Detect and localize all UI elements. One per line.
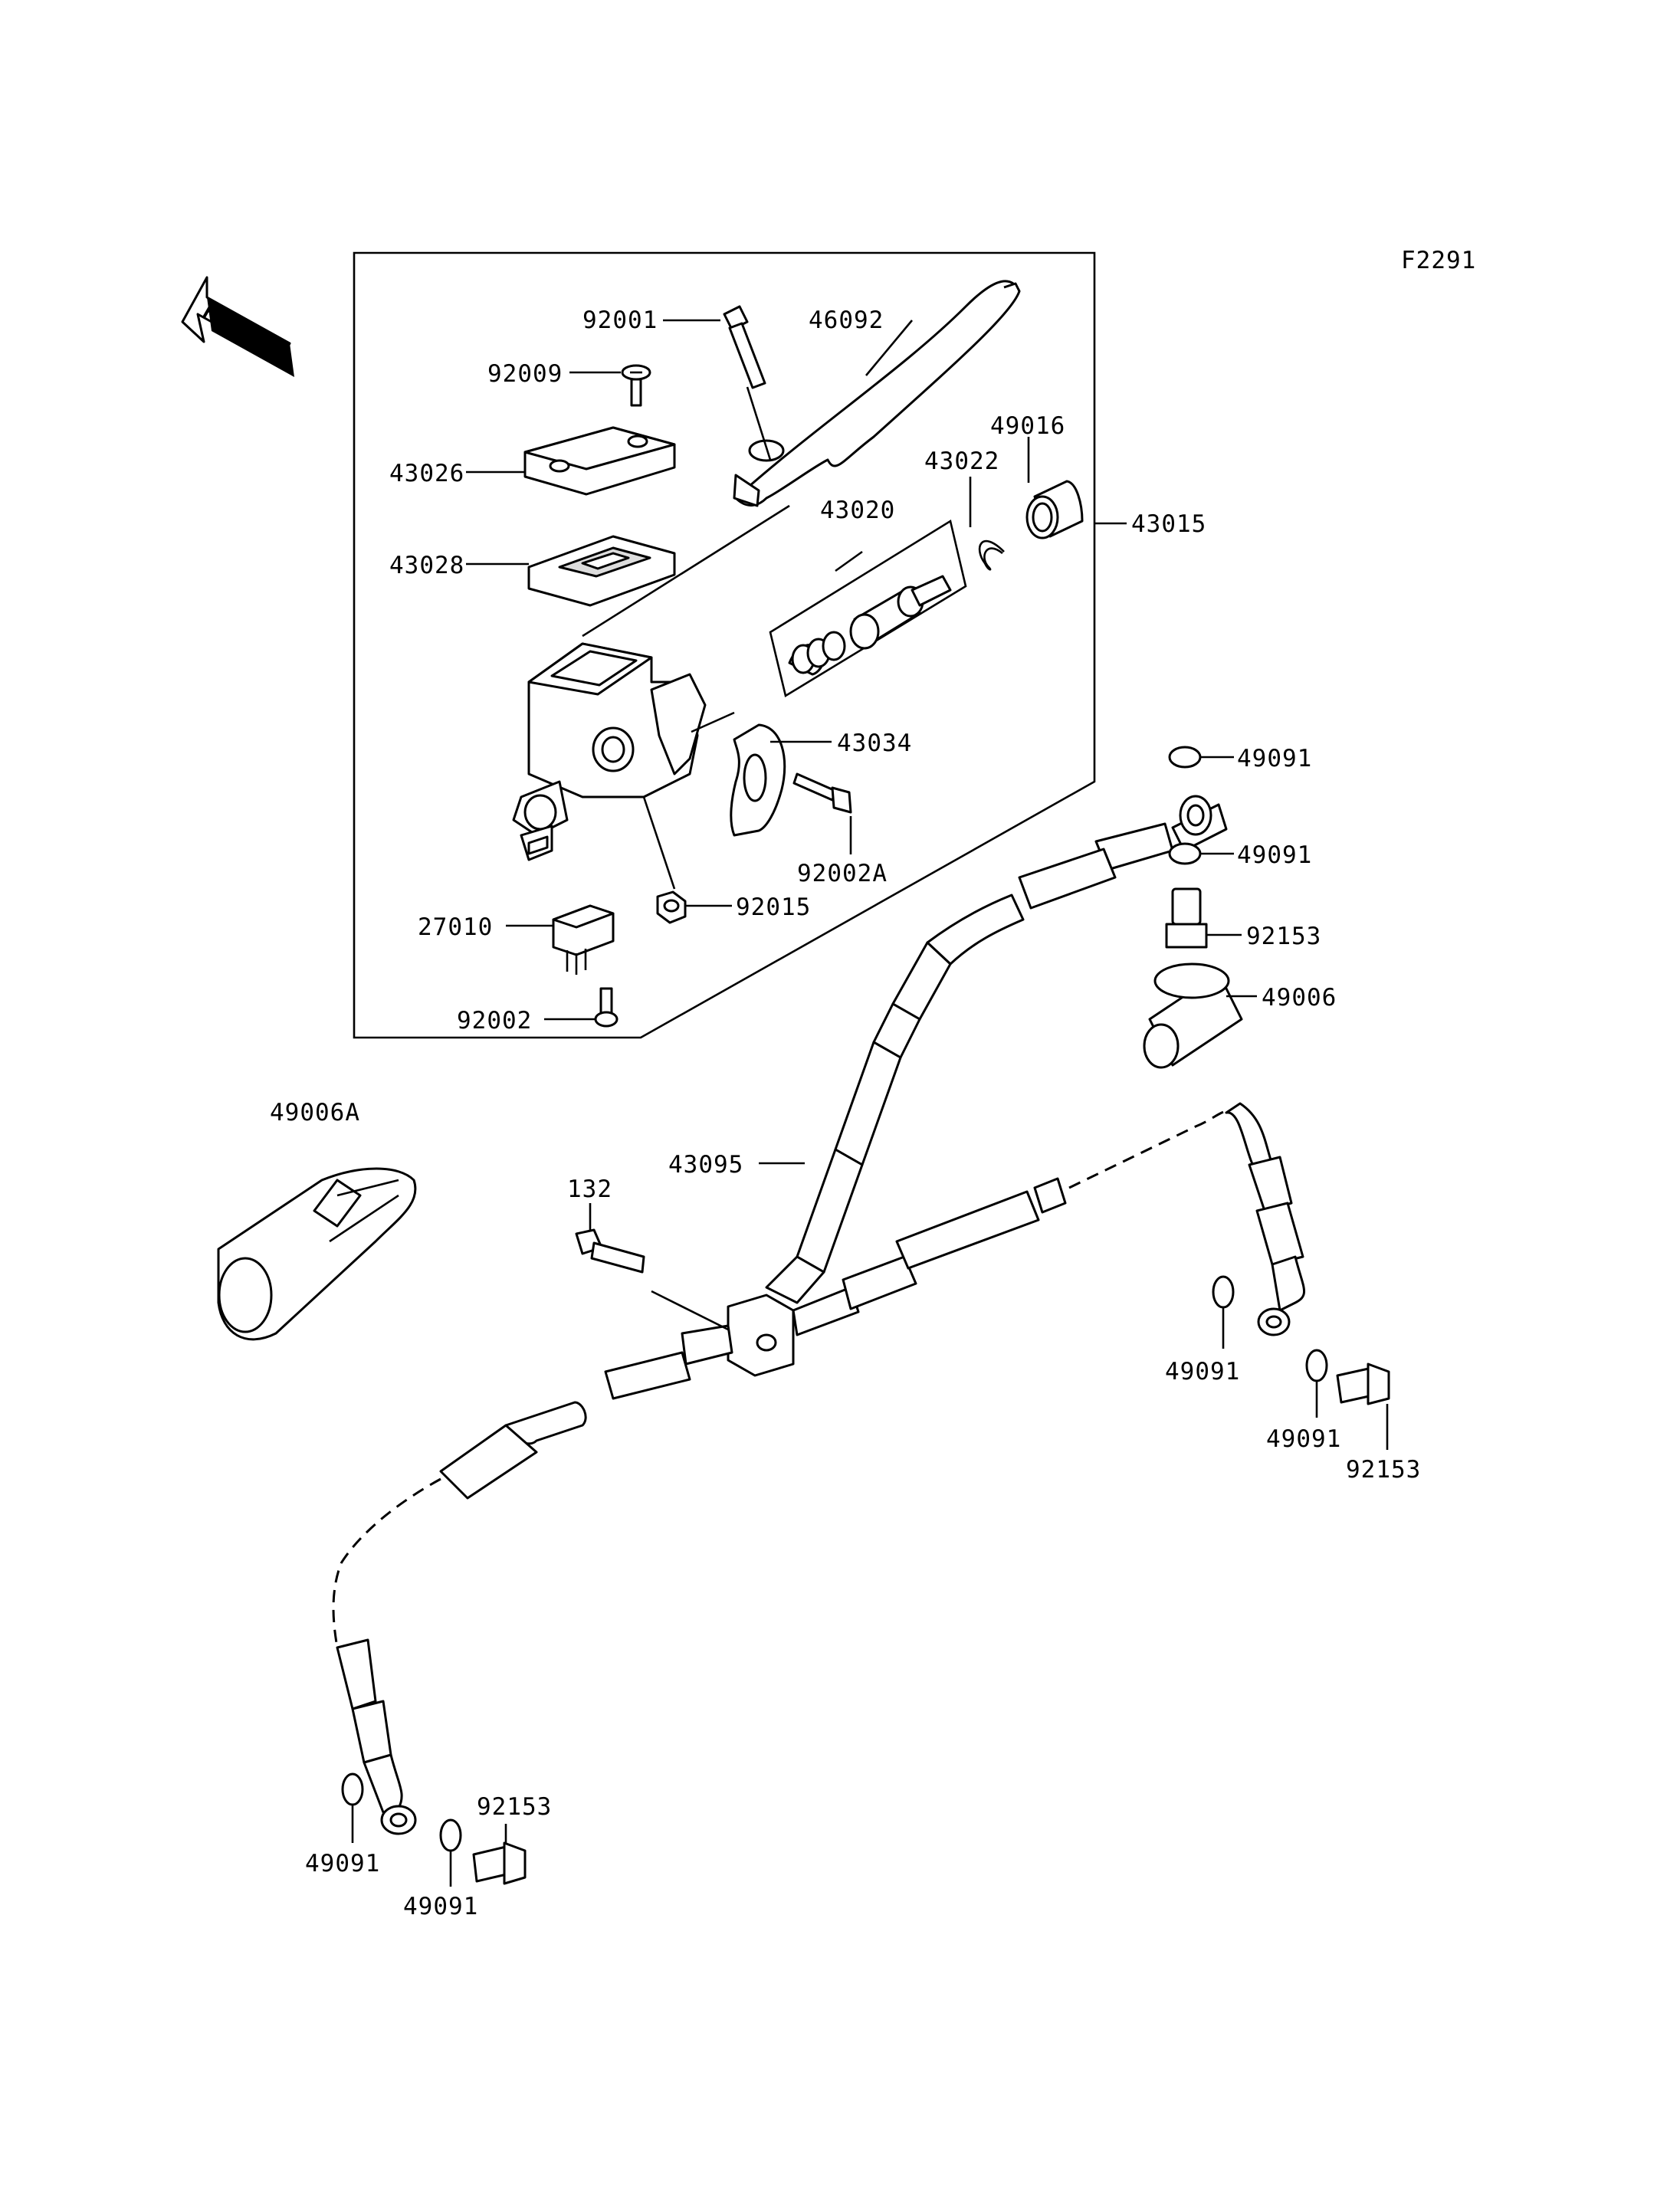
piston-kit-43020 xyxy=(769,519,967,698)
callout-43028: 43028 xyxy=(389,552,464,579)
callout-49016: 49016 xyxy=(990,412,1065,440)
washer-49091-f xyxy=(439,1818,462,1852)
master-cylinder-body xyxy=(512,642,707,861)
callout-49006: 49006 xyxy=(1262,984,1337,1012)
banjo-bolt-92153-left xyxy=(472,1841,527,1885)
callout-92002A: 92002A xyxy=(797,860,888,887)
clamp-43034 xyxy=(730,723,786,837)
callout-92009: 92009 xyxy=(487,360,563,388)
front-arrow-label: FRONT xyxy=(199,298,271,354)
diaphragm-43028 xyxy=(527,535,676,607)
callout-49091-b: 49091 xyxy=(1237,841,1312,869)
front-arrow-icon: FRONT xyxy=(181,276,294,377)
screw-92009 xyxy=(621,364,651,407)
callout-43026: 43026 xyxy=(389,460,464,487)
brake-lever-46092 xyxy=(733,280,1021,507)
dust-boot-49016 xyxy=(1025,480,1084,539)
banjo-bolt-92153-right xyxy=(1336,1362,1390,1405)
washer-49091-e xyxy=(341,1772,364,1806)
callout-49091-f: 49091 xyxy=(403,1893,478,1920)
figure-code: F2291 xyxy=(1401,247,1476,274)
callout-92002: 92002 xyxy=(457,1007,532,1035)
callout-92153-c: 92153 xyxy=(477,1793,552,1821)
callout-132: 132 xyxy=(567,1176,612,1203)
callout-43020: 43020 xyxy=(820,497,895,524)
brake-switch-27010 xyxy=(552,904,615,975)
callout-46092: 46092 xyxy=(809,307,884,334)
banjo-bolt-92153-upper xyxy=(1165,887,1208,949)
callout-49091-a: 49091 xyxy=(1237,745,1312,772)
hose-cover-49006 xyxy=(1143,962,1243,1069)
reservoir-cap-43026 xyxy=(523,426,676,496)
callout-92001: 92001 xyxy=(582,307,658,334)
callout-49091-c: 49091 xyxy=(1165,1358,1240,1385)
callout-92015: 92015 xyxy=(736,894,811,921)
pivot-bolt-92001 xyxy=(723,305,766,389)
washer-49091-c xyxy=(1212,1275,1235,1309)
washer-49091-a xyxy=(1168,746,1202,769)
callout-27010: 27010 xyxy=(418,913,493,941)
callout-49091-d: 49091 xyxy=(1266,1425,1341,1453)
washer-49091-b xyxy=(1168,842,1202,865)
circlip-43022 xyxy=(978,539,1005,571)
screw-92002 xyxy=(594,987,619,1028)
brake-hose-43095 xyxy=(332,795,1306,1835)
assembly-43015-outline xyxy=(353,251,1096,1039)
callout-92153-a: 92153 xyxy=(1246,923,1321,950)
callout-43034: 43034 xyxy=(837,730,912,757)
callout-43095: 43095 xyxy=(668,1151,743,1179)
nut-92015 xyxy=(656,890,687,924)
callout-49006A: 49006A xyxy=(270,1099,360,1126)
callout-43022: 43022 xyxy=(924,448,999,475)
callout-43015: 43015 xyxy=(1131,510,1206,538)
leader-lines xyxy=(351,319,1389,1887)
callout-92153-b: 92153 xyxy=(1346,1456,1421,1484)
callout-49091-e: 49091 xyxy=(305,1850,380,1877)
clamp-bolt-92002A xyxy=(792,772,852,814)
bolt-132 xyxy=(575,1228,645,1274)
hose-protector-49006A xyxy=(217,1167,417,1341)
washer-49091-d xyxy=(1305,1349,1328,1382)
